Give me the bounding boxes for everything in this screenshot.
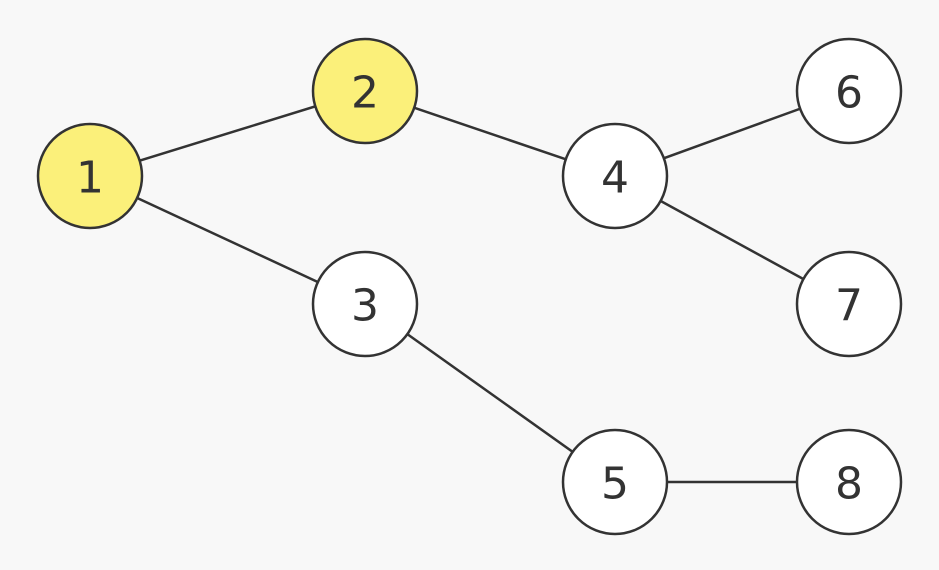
node-circle-3 [311, 250, 419, 358]
node-7: 7 [795, 250, 903, 358]
node-circle-8 [795, 428, 903, 536]
edges-layer [88, 89, 851, 484]
node-label-3: 3 [351, 281, 379, 332]
node-label-5: 5 [601, 459, 629, 510]
nodes-layer: 1 2 3 4 5 6 7 8 [36, 37, 903, 536]
node-6: 6 [795, 37, 903, 145]
node-circle-7 [795, 250, 903, 358]
node-label-4: 4 [601, 153, 629, 204]
node-circle-2 [311, 37, 419, 145]
node-circle-5 [561, 428, 669, 536]
node-label-1: 1 [76, 153, 104, 204]
node-circle-1 [36, 122, 144, 230]
node-4: 4 [561, 122, 669, 230]
node-5: 5 [561, 428, 669, 536]
node-label-7: 7 [835, 281, 863, 332]
node-8: 8 [795, 428, 903, 536]
node-circle-6 [795, 37, 903, 145]
node-label-2: 2 [351, 68, 379, 119]
node-circle-4 [561, 122, 669, 230]
node-1: 1 [36, 122, 144, 230]
node-label-8: 8 [835, 459, 863, 510]
node-3: 3 [311, 250, 419, 358]
node-label-6: 6 [835, 68, 863, 119]
node-2: 2 [311, 37, 419, 145]
